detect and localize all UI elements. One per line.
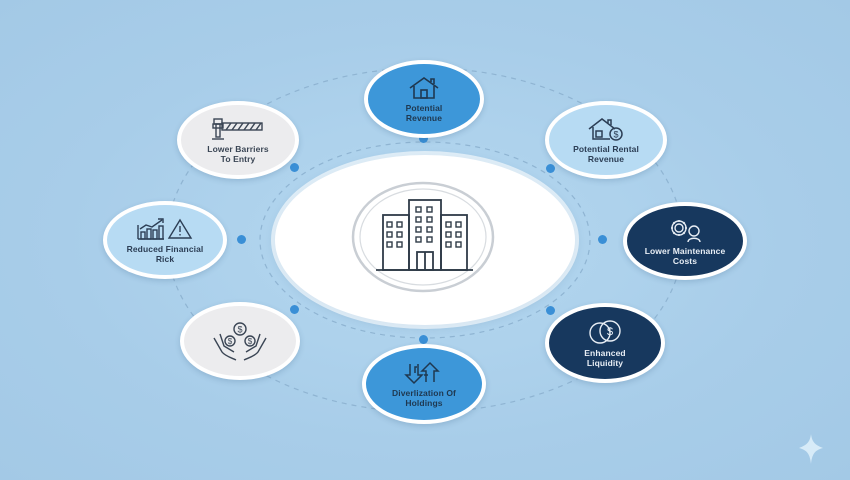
swap-arrows-icon [404, 361, 440, 384]
office-building-icon [351, 181, 495, 293]
barrier-gate-icon [212, 117, 263, 140]
connector-dot [237, 235, 246, 244]
gears-person-icon [671, 219, 701, 242]
connector-dot [419, 335, 428, 344]
svg-text:$: $ [607, 326, 613, 338]
hands-coins-icon: $ $ $ [213, 322, 267, 361]
connector-dot [290, 305, 299, 314]
svg-text:$: $ [237, 325, 242, 335]
sparkle-icon [799, 434, 823, 464]
overlapping-coins-icon: $ [589, 319, 621, 344]
connector-dot [546, 164, 555, 173]
chart-warning-icon [137, 217, 193, 240]
svg-text:$: $ [228, 337, 233, 346]
house-dollar-icon: $ [588, 117, 623, 141]
node-hands-coins[interactable]: $ $ $ [180, 302, 300, 380]
connector-dot [290, 163, 299, 172]
connector-dot [598, 235, 607, 244]
connector-dot [546, 306, 555, 315]
house-icon [409, 76, 439, 99]
connector-dot [419, 134, 428, 143]
svg-text:$: $ [613, 129, 618, 139]
svg-text:$: $ [248, 337, 253, 346]
